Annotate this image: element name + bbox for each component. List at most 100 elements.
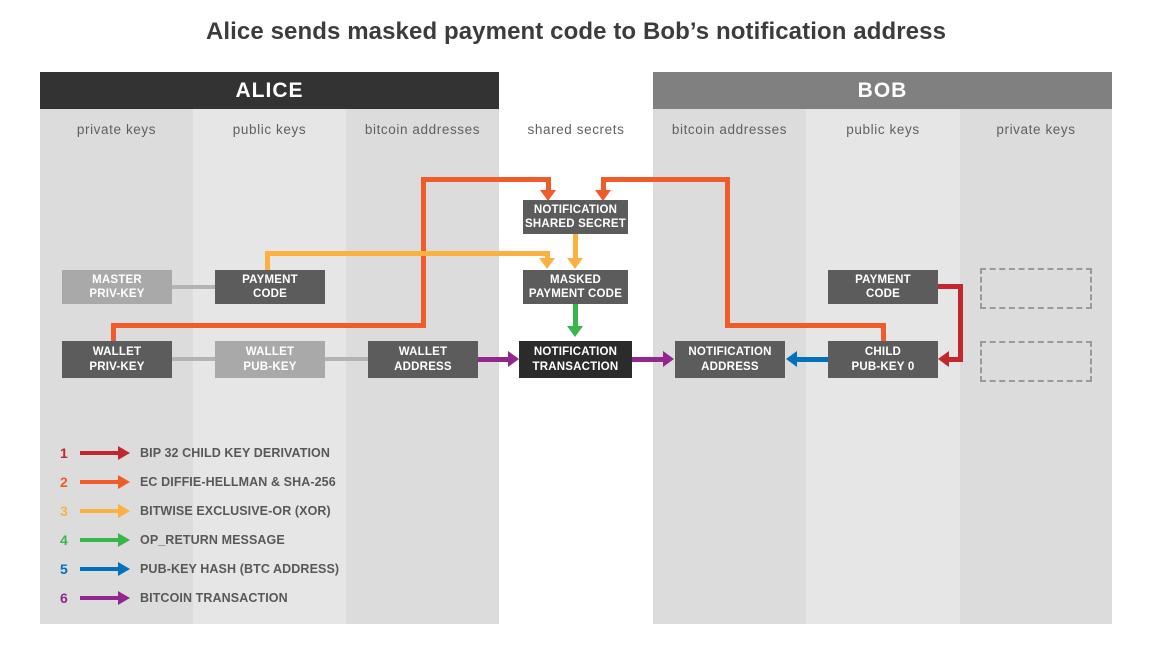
node-placeholder-priv-key-lower — [980, 341, 1092, 382]
legend-arrow-icon — [80, 474, 130, 489]
xor-shared-secret-arrowhead-icon — [567, 258, 583, 269]
node-label-line2: TRANSACTION — [532, 360, 619, 373]
xor-descender-to-masked-payment-code — [545, 251, 550, 261]
tx-notification-arrowhead-icon — [663, 351, 674, 367]
legend-label: BIP 32 CHILD KEY DERIVATION — [140, 445, 331, 460]
party-header-alice-label: ALICE — [235, 78, 304, 102]
ecdh-left-horizontal — [111, 323, 426, 328]
node-label-line2: CODE — [252, 288, 288, 300]
ecdh-right-arrowhead-icon — [595, 190, 611, 201]
tx-wallet-address-horizontal — [478, 357, 514, 362]
node-label-line1: WALLET — [245, 346, 295, 359]
legend-item-opreturn: 4 OP_RETURN MESSAGE — [60, 525, 339, 554]
xor-horizontal — [265, 251, 550, 256]
node-label-line2: PUB-KEY — [243, 360, 297, 373]
legend-item-transaction: 6 BITCOIN TRANSACTION — [60, 583, 339, 612]
node-masked-payment-code[interactable]: MASKED PAYMENT CODE — [523, 270, 628, 304]
tx-wallet-address-arrowhead-icon — [508, 351, 519, 367]
legend-arrow-icon — [80, 561, 130, 576]
node-label-line1: MASKED — [549, 273, 602, 286]
node-label-line1: PAYMENT — [242, 273, 298, 286]
xor-riser-from-payment-code — [265, 251, 270, 272]
ecdh-left-top-horizontal — [421, 177, 551, 182]
caption-text: private keys — [76, 121, 157, 137]
node-wallet-priv-key[interactable]: WALLET PRIV-KEY — [62, 341, 172, 378]
legend-item-bip32: 1 BIP 32 CHILD KEY DERIVATION — [60, 438, 339, 467]
node-label-line2: PRIV-KEY — [89, 360, 145, 373]
node-master-priv-key[interactable]: MASTER PRIV-KEY — [62, 270, 172, 304]
xor-payment-code-arrowhead-icon — [539, 258, 555, 269]
legend-label: EC DIFFIE-HELLMAN & SHA-256 — [140, 474, 336, 489]
node-wallet-address[interactable]: WALLET ADDRESS — [368, 341, 478, 378]
node-label-line1: NOTIFICATION — [533, 203, 618, 216]
legend-label: BITCOIN TRANSACTION — [140, 590, 288, 605]
legend-arrow-icon — [80, 503, 130, 518]
node-label-line1: WALLET — [398, 346, 448, 359]
ecdh-left-descender — [546, 177, 551, 193]
node-label-line1: WALLET — [92, 346, 142, 359]
ecdh-right-horizontal — [725, 323, 886, 328]
node-child-pub-key-0[interactable]: CHILD PUB-KEY 0 — [828, 341, 938, 378]
node-label-line2: PUB-KEY 0 — [851, 360, 915, 373]
ecdh-left-arrowhead-icon — [540, 190, 556, 201]
node-notification-transaction[interactable]: NOTIFICATION TRANSACTION — [519, 341, 632, 378]
node-label-line1: CHILD — [864, 346, 902, 359]
legend-item-ecdh: 2 EC DIFFIE-HELLMAN & SHA-256 — [60, 467, 339, 496]
caption-text: shared secrets — [527, 121, 625, 137]
party-header-bob-label: BOB — [857, 78, 908, 102]
node-label-line2: ADDRESS — [701, 360, 759, 373]
node-label-line1: NOTIFICATION — [688, 346, 772, 359]
column-caption-alice-public-keys: public keys — [193, 112, 346, 146]
link-wallet-priv-key-to-wallet-pub-key — [172, 357, 215, 361]
column-caption-bob-private-keys: private keys — [960, 112, 1112, 146]
column-caption-bob-bitcoin-addresses: bitcoin addresses — [653, 112, 806, 146]
node-placeholder-priv-key-upper — [980, 268, 1092, 309]
node-notification-address[interactable]: NOTIFICATION ADDRESS — [675, 341, 785, 378]
caption-text: public keys — [232, 121, 307, 137]
legend-label: OP_RETURN MESSAGE — [140, 532, 285, 547]
legend-arrow-icon — [80, 590, 130, 605]
caption-text: bitcoin addresses — [671, 121, 788, 137]
tx-notification-horizontal — [632, 357, 667, 362]
legend-number: 3 — [60, 502, 68, 519]
column-caption-shared-secrets: shared secrets — [499, 112, 653, 146]
legend-number: 4 — [60, 531, 68, 548]
legend-arrow-icon — [80, 445, 130, 460]
ecdh-left-riser-from-wallet-priv-key — [111, 323, 116, 349]
node-label-line2: SHARED SECRET — [524, 218, 626, 230]
column-caption-bob-public-keys: public keys — [806, 112, 960, 146]
node-label-line1: PAYMENT — [855, 273, 911, 286]
link-wallet-pub-key-to-wallet-address — [325, 357, 368, 361]
ecdh-right-riser-from-child-pub-key — [881, 323, 886, 349]
node-payment-code-alice[interactable]: PAYMENT CODE — [215, 270, 325, 304]
node-label-line2: CODE — [865, 288, 901, 300]
opreturn-vertical — [573, 304, 578, 328]
caption-text: private keys — [996, 121, 1076, 137]
node-payment-code-bob[interactable]: PAYMENT CODE — [828, 270, 938, 304]
ecdh-right-top-horizontal — [601, 177, 730, 182]
legend-label: PUB-KEY HASH (BTC ADDRESS) — [140, 561, 340, 576]
legend: 1 BIP 32 CHILD KEY DERIVATION 2 EC DIFFI… — [60, 438, 339, 612]
bip32-arrowhead-icon — [938, 351, 949, 367]
ecdh-right-descender — [601, 177, 606, 193]
bip32-vertical — [958, 284, 963, 360]
node-notification-shared-secret[interactable]: NOTIFICATION SHARED SECRET — [523, 200, 628, 234]
legend-number: 5 — [60, 560, 68, 577]
party-header-bob: BOB — [653, 72, 1112, 109]
pubkeyhash-horizontal — [797, 357, 828, 362]
pubkeyhash-arrowhead-icon — [786, 351, 797, 367]
ecdh-right-upper-riser — [725, 177, 730, 328]
link-master-priv-key-to-payment-code — [172, 285, 215, 289]
node-label-line2: PAYMENT CODE — [528, 288, 623, 300]
legend-number: 2 — [60, 473, 68, 490]
column-band-bob-private-keys — [960, 72, 1112, 624]
node-label-line1: NOTIFICATION — [533, 346, 618, 359]
node-wallet-pub-key[interactable]: WALLET PUB-KEY — [215, 341, 325, 378]
xor-vertical-from-shared-secret — [573, 234, 578, 261]
legend-item-xor: 3 BITWISE EXCLUSIVE-OR (XOR) — [60, 496, 339, 525]
legend-label: BITWISE EXCLUSIVE-OR (XOR) — [140, 503, 331, 518]
party-header-alice: ALICE — [40, 72, 499, 109]
node-label-line1: MASTER — [92, 273, 142, 286]
opreturn-arrowhead-icon — [567, 326, 583, 337]
